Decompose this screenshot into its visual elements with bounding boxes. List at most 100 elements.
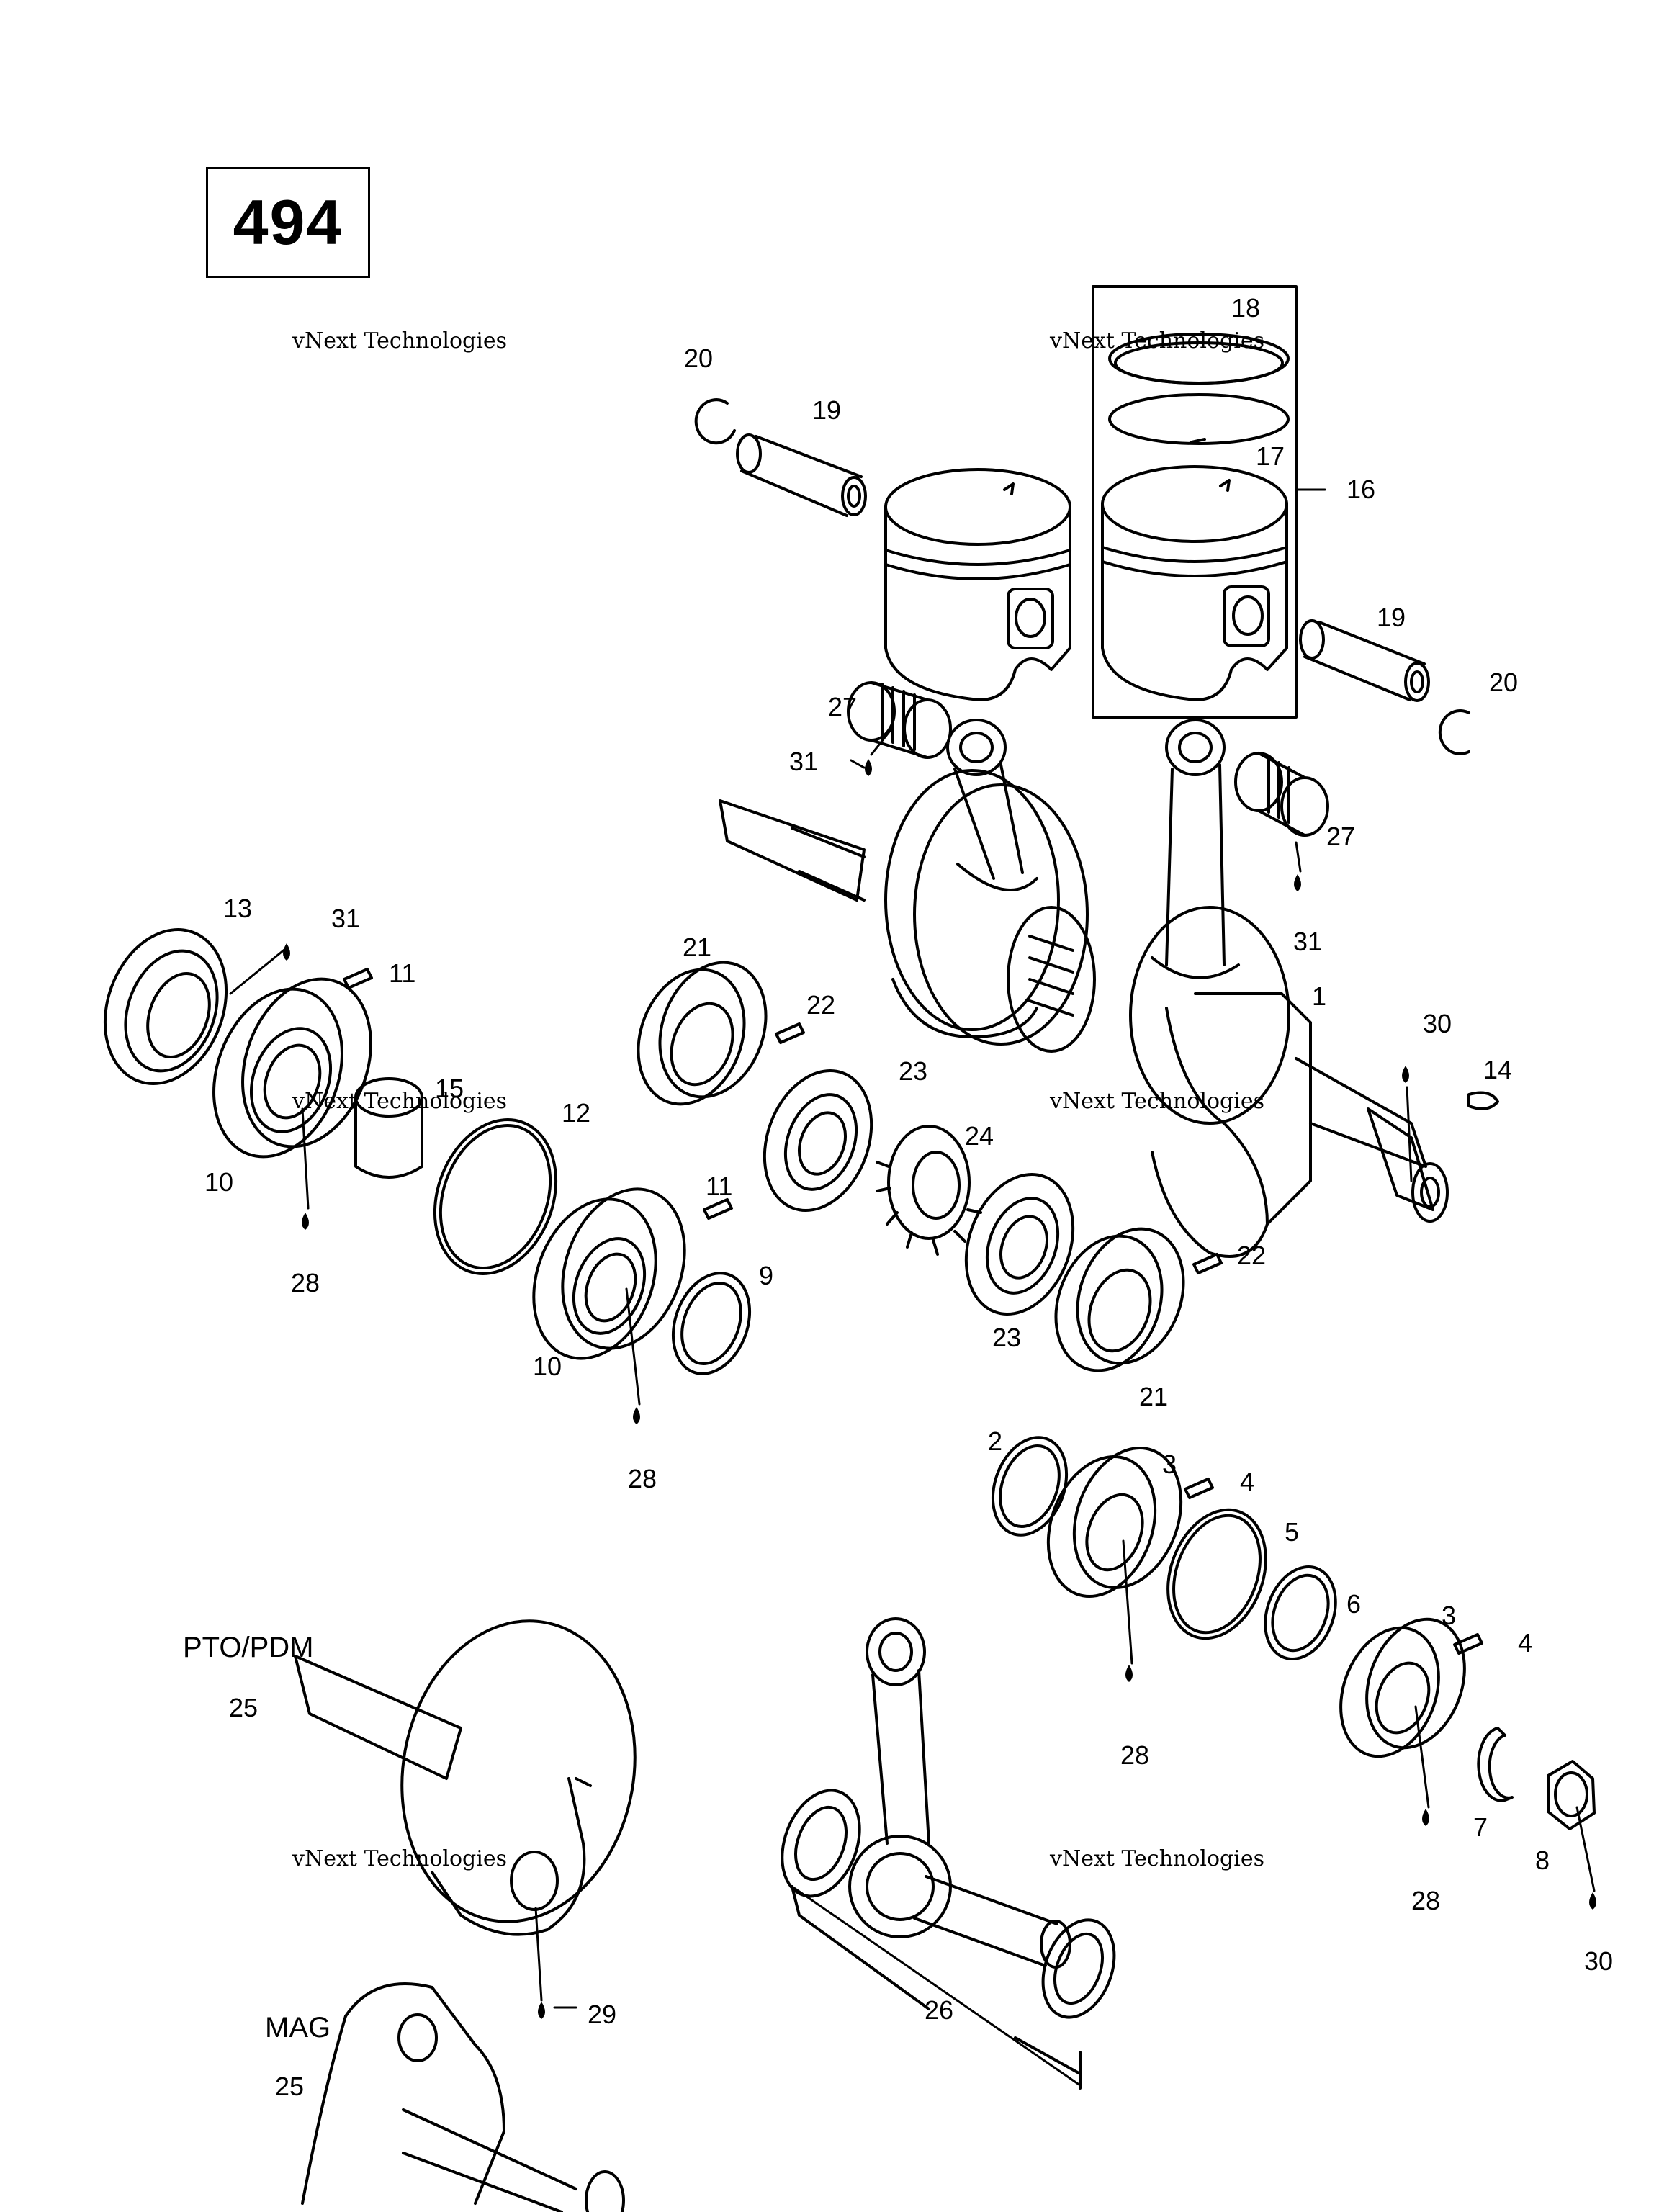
- callout-9: 9: [759, 1261, 774, 1290]
- callout-20: 20: [1489, 667, 1519, 697]
- callout-20: 20: [684, 343, 714, 373]
- seal-23-top: [763, 1069, 873, 1212]
- callout-13: 13: [223, 894, 253, 923]
- callout-5: 5: [1285, 1517, 1300, 1547]
- pto-crank-half: [294, 1619, 637, 1936]
- callout-12: 12: [562, 1098, 591, 1128]
- callout-16: 16: [1346, 475, 1376, 504]
- callout-31: 31: [789, 747, 819, 776]
- washer-2: [991, 1436, 1069, 1537]
- pin-11-top: [343, 968, 373, 989]
- connecting-rod-left: [946, 719, 1038, 891]
- callout-25: 25: [275, 2072, 305, 2101]
- connecting-rod-right: [1151, 719, 1240, 979]
- crankshaft: [719, 769, 1449, 1258]
- callout-19: 19: [812, 395, 842, 425]
- oil-drop-31b: [1294, 874, 1301, 891]
- callout-8: 8: [1535, 1845, 1550, 1875]
- callout-21: 21: [683, 932, 712, 962]
- callout-17: 17: [1256, 441, 1285, 471]
- lubrication-drops: [283, 759, 1596, 2019]
- oil-seal-left: [103, 928, 228, 1085]
- callout-27: 27: [828, 692, 858, 721]
- nut-8: [1547, 1760, 1596, 1830]
- callout-25: 25: [229, 1693, 258, 1722]
- needle-bearing-left: [847, 681, 952, 759]
- lock-washer-7: [1477, 1727, 1514, 1802]
- callout-30: 30: [1584, 1946, 1614, 1976]
- pin-11-bottom: [703, 1198, 733, 1220]
- callout-28: 28: [1411, 1886, 1441, 1915]
- watermark-5: vNext Technologies: [292, 1846, 508, 1871]
- oil-drop-30b: [1589, 1892, 1596, 1910]
- callout-22: 22: [1237, 1241, 1267, 1270]
- o-ring-5: [1166, 1508, 1267, 1640]
- callout-3: 3: [1442, 1601, 1457, 1630]
- washer-6: [1264, 1565, 1337, 1660]
- page-number-box: 494: [206, 167, 370, 278]
- callout-11: 11: [389, 958, 416, 988]
- piston-pin-left: [736, 433, 867, 517]
- callout-6: 6: [1346, 1589, 1362, 1619]
- needle-bearing-right: [1234, 752, 1329, 837]
- oil-drop-28b: [633, 1407, 640, 1424]
- callout-4: 4: [1240, 1467, 1255, 1496]
- bearing-3-top: [1046, 1447, 1183, 1598]
- callout-2: 2: [988, 1426, 1003, 1456]
- callout-30: 30: [1423, 1009, 1452, 1038]
- oil-drop-29: [538, 2002, 545, 2019]
- circlip-left: [694, 398, 736, 445]
- watermark-4: vNext Technologies: [1050, 1089, 1265, 1114]
- pin-4-bottom: [1453, 1633, 1483, 1655]
- callout-28: 28: [628, 1464, 657, 1493]
- callout-14: 14: [1483, 1055, 1513, 1084]
- page-number: 494: [233, 186, 343, 258]
- callout-10: 10: [204, 1167, 234, 1197]
- watermark-3: vNext Technologies: [292, 1089, 508, 1114]
- callout-27: 27: [1326, 822, 1356, 851]
- callout-19: 19: [1377, 603, 1406, 632]
- callout-21: 21: [1139, 1382, 1169, 1411]
- oil-drop-28d: [1422, 1809, 1429, 1826]
- ring-9: [671, 1272, 752, 1375]
- drive-gear: [876, 1125, 982, 1256]
- bearing-21-bottom: [1054, 1227, 1185, 1372]
- watermark-6: vNext Technologies: [1050, 1846, 1265, 1871]
- ball-bearing-center: [532, 1187, 686, 1360]
- callout-23: 23: [992, 1323, 1022, 1352]
- piston-rings: [1108, 333, 1290, 445]
- leader-lines: [229, 488, 1596, 2087]
- sleeve: [354, 1077, 423, 1179]
- callout-22: 22: [806, 990, 836, 1020]
- oil-drop-30a: [1402, 1066, 1409, 1083]
- watermark-1: vNext Technologies: [292, 328, 508, 354]
- callout-29: 29: [588, 2000, 617, 2029]
- oil-drop-31a: [865, 759, 872, 776]
- callout-23: 23: [899, 1056, 928, 1086]
- piston-left: [884, 468, 1071, 701]
- callout-1: 1: [1312, 981, 1327, 1011]
- piston-pin-right: [1299, 619, 1430, 702]
- callout-24: 24: [965, 1121, 994, 1151]
- oil-drop-31c: [283, 943, 290, 961]
- callout-11: 11: [706, 1172, 733, 1201]
- callout-4: 4: [1518, 1628, 1533, 1658]
- bearing-3-bottom: [1339, 1617, 1466, 1758]
- callout-3: 3: [1162, 1449, 1177, 1479]
- callout-31: 31: [1293, 927, 1323, 956]
- woodruff-key: [1467, 1091, 1499, 1110]
- callout-18: 18: [1231, 293, 1261, 323]
- seal-23-bottom: [964, 1173, 1075, 1316]
- callout-28: 28: [1120, 1740, 1150, 1770]
- callout-31: 31: [331, 904, 361, 933]
- pin-22-bottom: [1192, 1253, 1223, 1274]
- mag-crank-half: [301, 1982, 625, 2212]
- watermark-2: vNext Technologies: [1050, 328, 1265, 354]
- piston-right: [1101, 465, 1288, 701]
- oil-drop-28a: [302, 1213, 309, 1230]
- callout-28: 28: [291, 1268, 320, 1298]
- o-ring-12: [433, 1118, 558, 1275]
- pin-4-top: [1184, 1478, 1214, 1499]
